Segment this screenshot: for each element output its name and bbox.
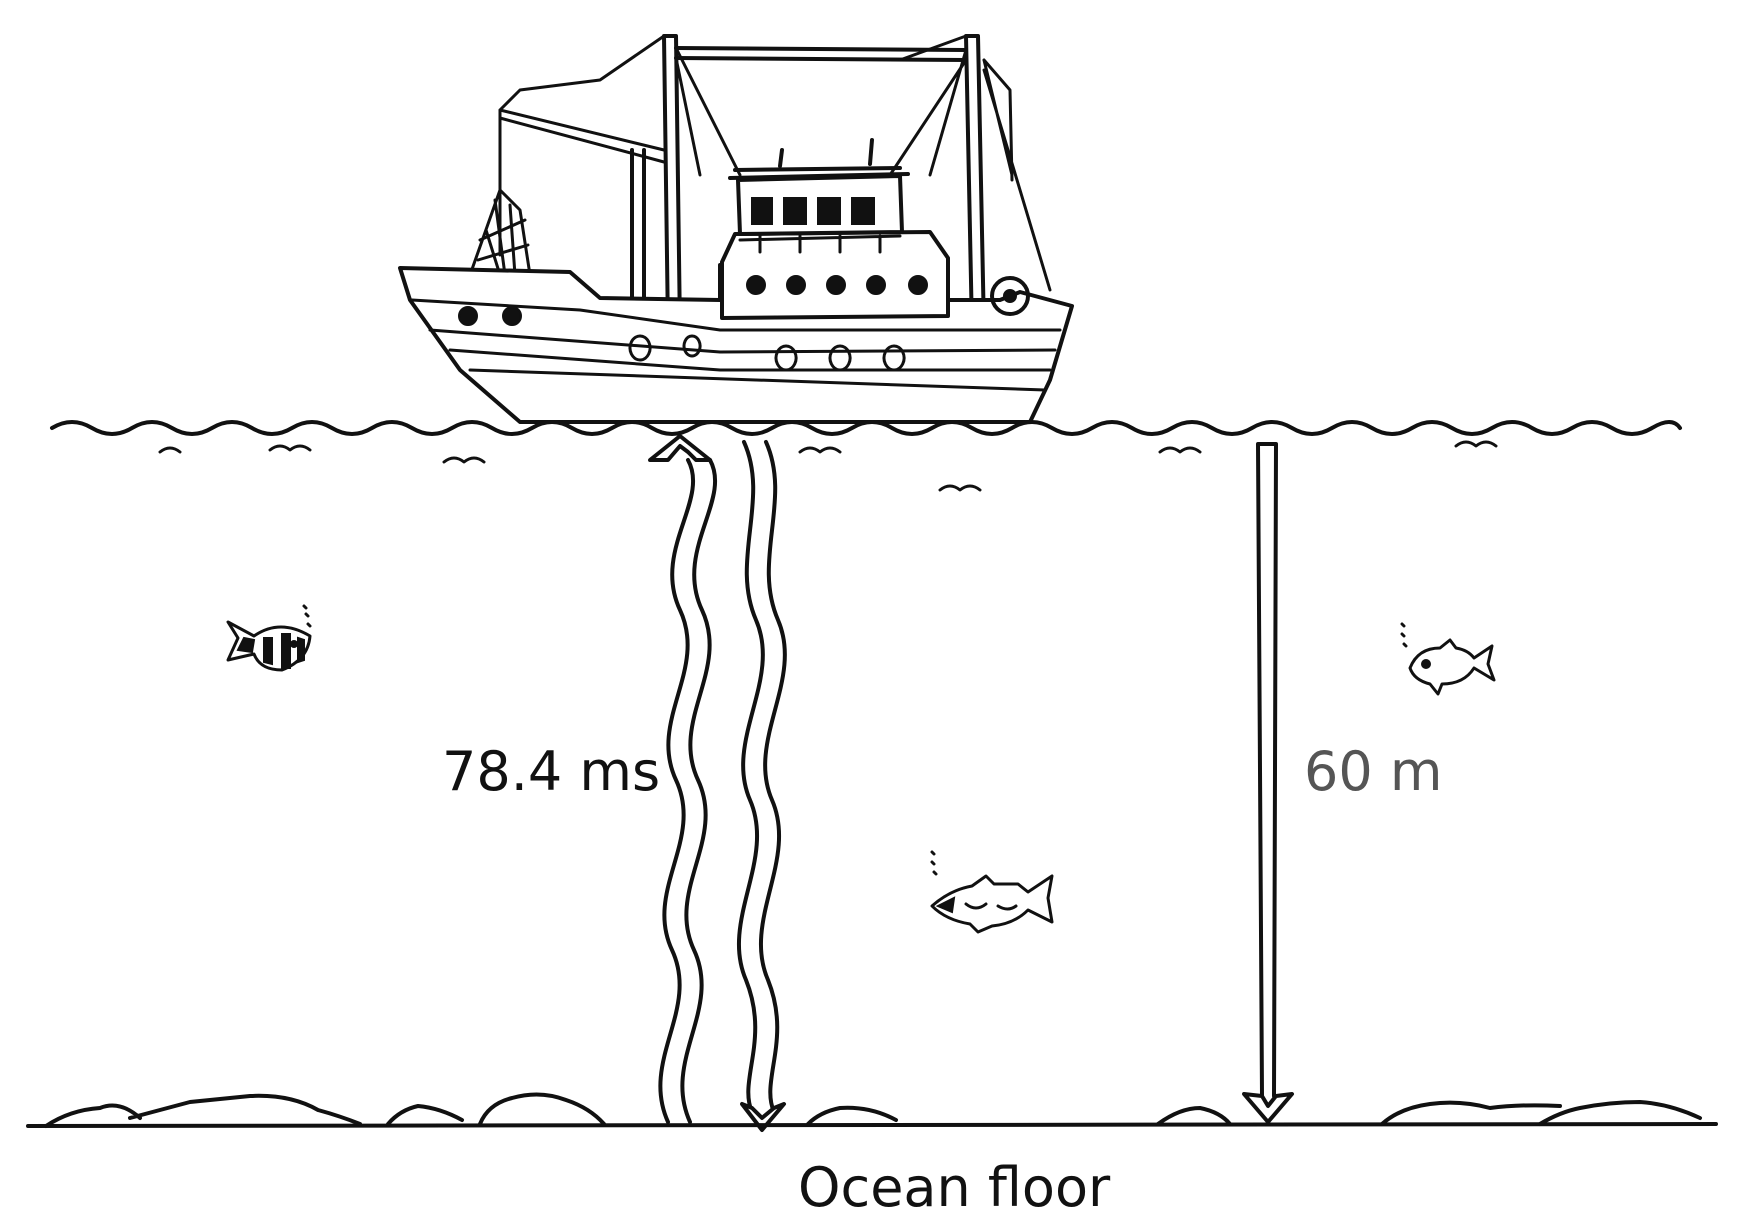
front-mast [966,36,984,330]
depth-arrowhead [1244,1094,1292,1122]
sonar-echo-down-arrow [739,442,785,1130]
wheelhouse-window [752,198,772,224]
cabin-porthole [787,276,805,294]
cabin-porthole [747,276,765,294]
top-spar [676,48,966,60]
bottom-fish-icon [932,852,1052,932]
floor-line [28,1124,1716,1126]
up-arrowhead [650,436,710,460]
floor-rocks [46,1094,1700,1126]
cabin-porthole [867,276,885,294]
wheelhouse-window [784,198,806,224]
cabin-porthole [909,276,927,294]
water-surface [52,422,1680,490]
wave-line [52,422,1680,434]
short-mast [632,150,644,300]
striped-fish-icon [228,606,310,670]
ripple-marks [160,442,1496,490]
ocean-floor-ground [28,1094,1716,1126]
bow-porthole [503,307,521,325]
small-fish-icon [1402,624,1494,694]
depth-label: 60 m [1304,740,1442,803]
fishing-boat [400,36,1072,422]
cabin-porthole [827,276,845,294]
wheelhouse-roof [730,168,908,178]
rear-mast [664,36,680,330]
wheelhouse-window [818,198,840,224]
life-tire-hub [1004,290,1016,302]
wheelhouse-window [852,198,874,224]
ocean-floor-label: Ocean floor [798,1156,1111,1219]
bow-porthole [459,307,477,325]
echo-time-label: 78.4 ms [442,740,660,803]
lower-cabin [722,232,948,318]
depth-arrow [1244,444,1292,1122]
antenna [780,140,872,166]
